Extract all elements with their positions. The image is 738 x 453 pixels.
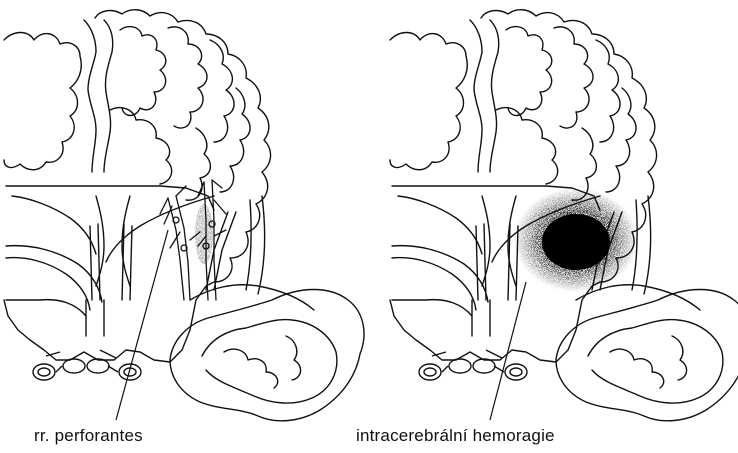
left-brain-outline xyxy=(4,10,364,421)
label-perforating-arteries: rr. perforantes xyxy=(34,426,143,446)
perforator-stippling xyxy=(195,204,213,264)
left-brain-panel xyxy=(4,10,364,421)
left-leader-line xyxy=(116,230,168,420)
right-brain-panel xyxy=(390,10,738,421)
hemorrhage-mass xyxy=(514,188,638,292)
label-intracerebral-hemorrhage: intracerebrální hemoragie xyxy=(356,426,555,446)
